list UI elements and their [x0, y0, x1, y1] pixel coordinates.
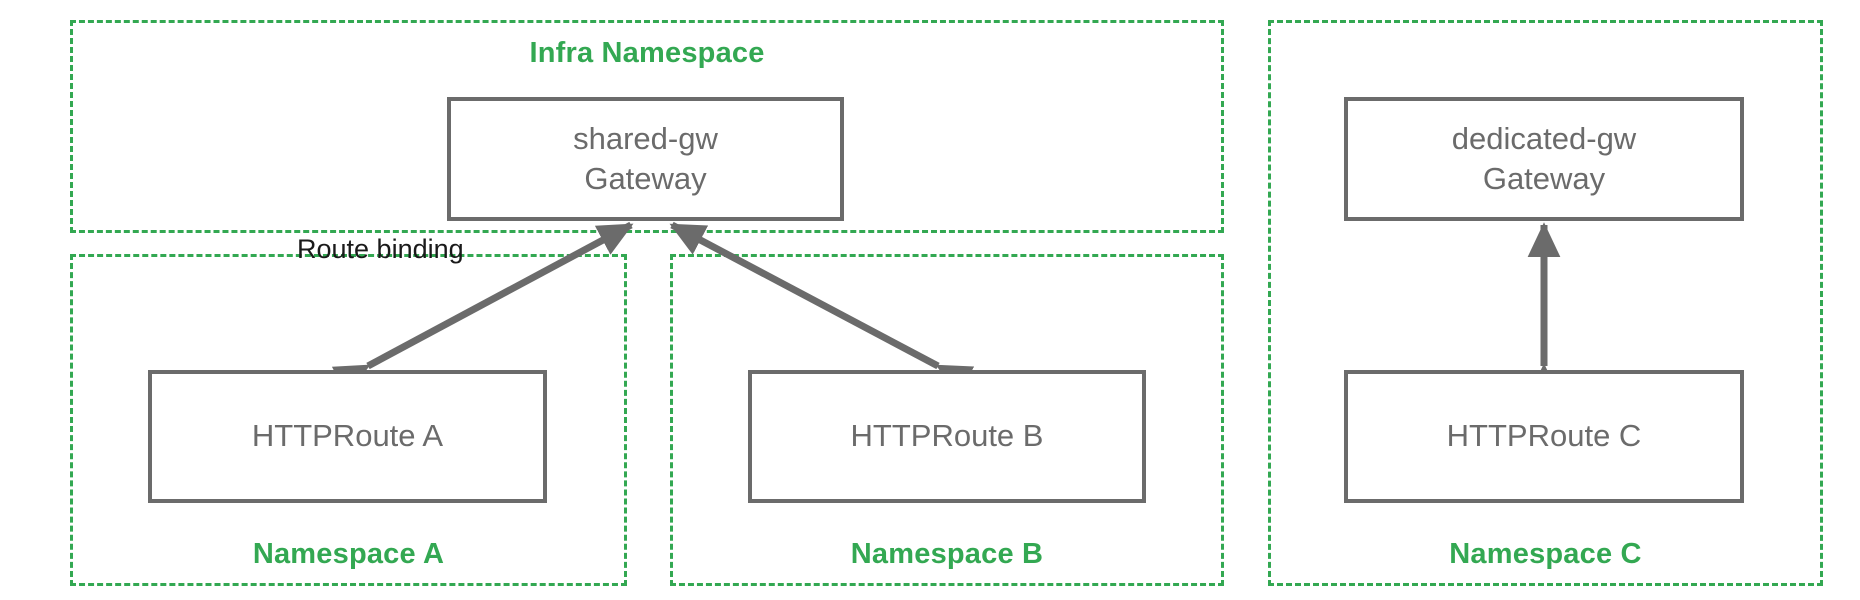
resource-label-shared-gw: shared-gw Gateway	[573, 120, 718, 196]
namespace-label-b: Namespace B	[850, 538, 1044, 570]
resource-box-httproute-a[interactable]: HTTPRoute A	[148, 370, 547, 503]
resource-label-httproute-c: HTTPRoute C	[1446, 418, 1642, 454]
resource-label-dedicated-gw: dedicated-gw Gateway	[1451, 120, 1637, 196]
resource-label-httproute-a: HTTPRoute A	[251, 418, 444, 454]
namespace-label-a: Namespace A	[252, 538, 445, 570]
resource-box-dedicated-gw[interactable]: dedicated-gw Gateway	[1344, 97, 1744, 221]
namespace-label-c: Namespace C	[1449, 538, 1642, 570]
resource-box-httproute-c[interactable]: HTTPRoute C	[1344, 370, 1744, 503]
resource-box-shared-gw[interactable]: shared-gw Gateway	[447, 97, 844, 221]
namespace-label-infra: Infra Namespace	[529, 37, 765, 69]
resource-box-httproute-b[interactable]: HTTPRoute B	[748, 370, 1146, 503]
resource-label-httproute-b: HTTPRoute B	[850, 418, 1044, 454]
edge-label-route-binding: Route binding	[297, 234, 464, 264]
